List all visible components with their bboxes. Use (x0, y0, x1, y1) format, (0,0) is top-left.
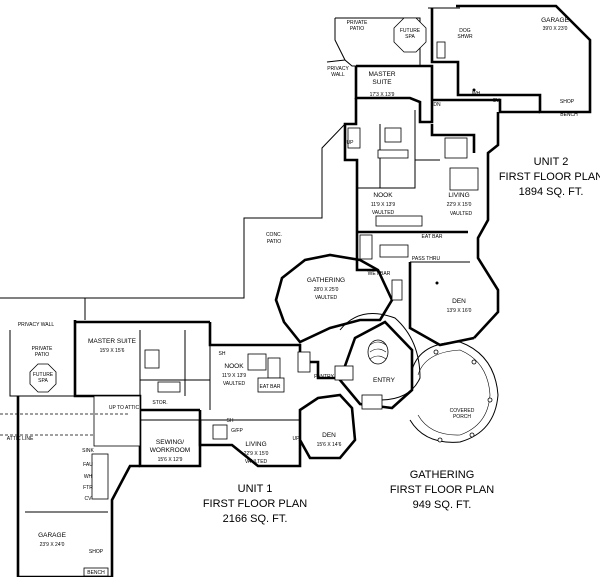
unit2-title: UNIT 2 (534, 156, 569, 168)
spa-fixtures (29, 17, 427, 393)
up-label-1: UP (347, 140, 355, 146)
privacy-wall-top-l2: WALL (331, 72, 345, 78)
master-suite-u1-label: MASTER SUITE (88, 338, 137, 345)
future-spa-u1-garage-note: SHOP (89, 549, 104, 555)
bench-bottom-label: BENCH (87, 570, 105, 576)
pass-thru-label: PASS THRU (412, 256, 441, 262)
den-u2-label: DEN (452, 298, 466, 305)
attic-line-label: ATTIC LINE (7, 436, 34, 442)
master-suite-u2-l1: MASTER (368, 71, 395, 78)
fau-label: FAU (83, 462, 93, 468)
conc-patio-l1: CONC. (266, 232, 282, 238)
gathering-dim: 28'0 X 25'0 (314, 287, 339, 293)
fixtures (144, 41, 479, 440)
wh-left-label: WH (84, 474, 93, 480)
living-u1-dim: 22'9 X 15'0 (244, 451, 269, 457)
future-spa-left-l2: SPA (38, 378, 48, 384)
sh-label-1: SH (219, 351, 226, 357)
bench-top-label: BENCH (560, 112, 578, 118)
living-u2-dim: 22'9 X 15'0 (447, 202, 472, 208)
master-suite-u1-dim: 15'9 X 15'6 (100, 348, 125, 354)
den-u2-dim: 13'9 X 16'0 (447, 308, 472, 314)
gath-title: GATHERING (410, 469, 475, 481)
future-spa-left-l1: FUTURE (33, 372, 54, 378)
eat-bar-u2-label: EAT BAR (422, 234, 443, 240)
conc-patio-l2: PATIO (267, 239, 281, 245)
pantry-label: PANTRY (314, 374, 334, 380)
future-spa-top-l1: FUTURE (400, 28, 421, 34)
unit1-sub: FIRST FLOOR PLAN (203, 498, 307, 510)
unit1-area: 2166 SQ. FT. (223, 513, 288, 525)
wh-label: WH (472, 91, 481, 97)
conc-patio-label: CONC.PATIO (266, 232, 282, 245)
den-u1-label: DEN (322, 432, 336, 439)
nook-u2-vaulted: VAULTED (372, 210, 395, 216)
nook-u2-label: NOOK (373, 192, 393, 199)
site-lines (0, 59, 346, 320)
covered-porch-l2: PORCH (453, 414, 471, 420)
privacy-wall-top-l1: PRIVACY (327, 66, 349, 72)
eat-bar-u1-label: EAT BAR (260, 384, 281, 390)
gathering-vaulted: VAULTED (315, 295, 338, 301)
dog-shwr-l2: SHWR (457, 34, 473, 40)
ftr-label: FTR (83, 485, 93, 491)
private-patio-left-l1: PRIVATE (32, 346, 53, 352)
up-label-2: UP (293, 436, 301, 442)
master-suite-u2-l2: SUITE (372, 79, 392, 86)
nook-u2-dim: 11'9 X 13'9 (371, 202, 396, 208)
master-suite-u2-dim: 17'3 X 13'9 (370, 92, 395, 98)
private-patio-top-l1: PRIVATE (347, 20, 368, 26)
living-u2-vaulted: VAULTED (450, 211, 473, 217)
gfp-label: G/FP (231, 428, 243, 434)
unit2-sub: FIRST FLOOR PLAN (499, 171, 600, 183)
dog-shwr-l1: DOG (459, 28, 471, 34)
living-u2-label: LIVING (448, 192, 469, 199)
garage-u1-label: GARAGE (38, 532, 66, 539)
sewing-l2: WORKROOM (150, 447, 190, 454)
private-patio-left-l2: PATIO (35, 352, 49, 358)
up-to-attic-label: UP TO ATTIC (109, 405, 140, 411)
gath-area: 949 SQ. FT. (413, 499, 472, 511)
future-spa-top-l2: SPA (405, 34, 415, 40)
nook-u1-label: NOOK (224, 363, 244, 370)
unit2-area: 1894 SQ. FT. (519, 186, 584, 198)
privacy-wall-left-label: PRIVACY WALL (18, 322, 55, 328)
sewing-dim: 15'6 X 12'9 (158, 457, 183, 463)
garage-u2-dim: 39'0 X 23'0 (543, 26, 568, 32)
stor-label-1: STOR. (152, 400, 167, 406)
covered-porch-l1: COVERED (450, 408, 475, 414)
gath-sub: FIRST FLOOR PLAN (390, 484, 494, 496)
shop-top-label: SHOP (560, 99, 575, 105)
wet-bar-label: WET BAR (368, 271, 391, 277)
garage-u1-dim: 23'9 X 24'0 (40, 542, 65, 548)
den-u1-dim: 15'6 X 14'6 (317, 442, 342, 448)
dn-label: DN (433, 102, 441, 108)
garage-u2-label: GARAGE (541, 17, 569, 24)
nook-u1-dim: 11'9 X 13'9 (222, 373, 247, 379)
private-patio-top-l2: PATIO (350, 26, 364, 32)
cv-label: CV (493, 98, 501, 104)
unit1-title: UNIT 1 (238, 483, 273, 495)
living-u1-label: LIVING (245, 441, 266, 448)
nook-u1-vaulted: VAULTED (223, 381, 246, 387)
living-u1-vaulted: VAULTED (245, 459, 268, 465)
sh-label-2: SH (227, 418, 234, 424)
entry-label: ENTRY (373, 377, 396, 384)
sewing-label: SEWING/WORKROOM (150, 439, 190, 454)
sink-label: SINK (82, 448, 94, 454)
sewing-l1: SEWING/ (156, 439, 184, 446)
cv-left-label: CV (85, 496, 93, 502)
gathering-walls (274, 253, 499, 460)
gathering-label: GATHERING (307, 277, 345, 284)
